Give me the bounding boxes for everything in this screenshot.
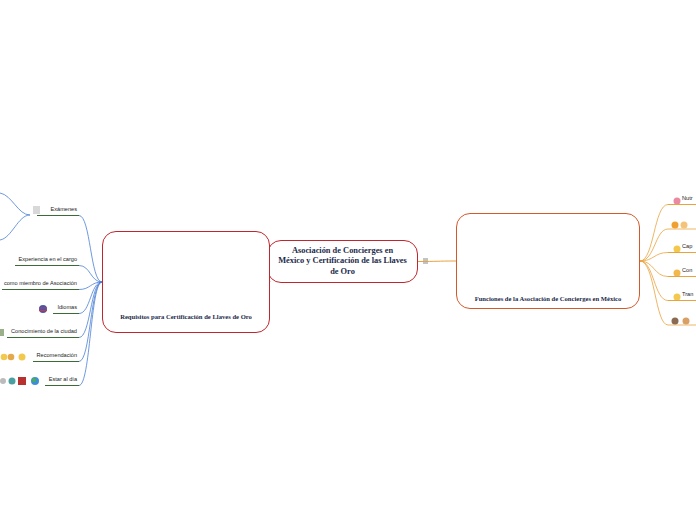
connector [640, 261, 668, 301]
branch-label: Idiomas [53, 304, 79, 314]
node-text: Recomendación [37, 352, 77, 358]
connector [418, 261, 456, 263]
node-text: Nutr [682, 195, 694, 201]
topic-box: Requisitos para Certificación de Llaves … [102, 231, 270, 333]
branch-line [640, 261, 668, 325]
branch-label: Recomendación [33, 352, 79, 362]
underline [668, 325, 696, 326]
node-text: Exámenes [51, 206, 77, 212]
node-text: Experiencia en el cargo [19, 256, 77, 262]
node-text: Con [682, 267, 694, 273]
node-text: Estar al día [49, 376, 77, 382]
branch-label: Con [668, 267, 696, 277]
connector [79, 216, 102, 283]
branch-label: Cap [668, 243, 696, 253]
node-text: Asociación de Concierges en México y Cer… [278, 246, 407, 278]
node-text: Tran [682, 291, 694, 297]
branch-label: Tran [668, 291, 696, 301]
emoji-icons [0, 206, 47, 385]
branch-label: Experiencia en el cargo [15, 256, 79, 266]
branch-label: como miembro de Asociación [2, 280, 79, 290]
node-text: como miembro de Asociación [4, 280, 77, 286]
central-topic: Asociación de Concierges en México y Cer… [267, 240, 418, 283]
node-text: Idiomas [57, 304, 77, 310]
branch-line [0, 193, 30, 215]
branch-label: Exámenes [37, 206, 79, 216]
node-text: Conocimiento de la ciudad [11, 328, 77, 334]
connector [79, 266, 102, 283]
branch-label: Nutr [668, 195, 696, 205]
branch-label: Conocimiento de la ciudad [7, 328, 79, 338]
node-text: Funciones de la Asociación de Concierges… [467, 295, 629, 303]
connector [640, 253, 668, 262]
connector [79, 282, 102, 338]
node-text: Cap [682, 243, 694, 249]
node-text: Requisitos para Certificación de Llaves … [113, 313, 259, 321]
connector [640, 261, 668, 277]
branch-label: Estar al día [45, 376, 79, 386]
connector [79, 282, 102, 362]
connector [79, 282, 102, 386]
emoji-icons [672, 198, 690, 325]
topic-box: Funciones de la Asociación de Concierges… [456, 213, 640, 309]
connector [640, 205, 668, 262]
underline [668, 229, 696, 230]
branch-line [0, 215, 30, 240]
